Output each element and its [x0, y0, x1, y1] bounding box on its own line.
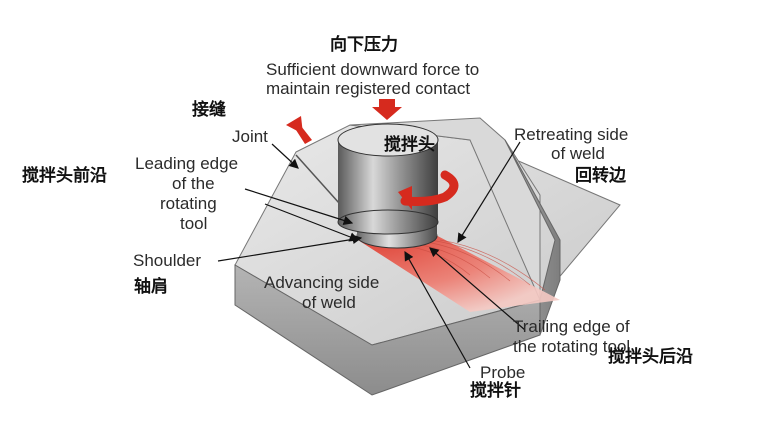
plate-right-face [504, 139, 561, 336]
trailing-label-en-2: the rotating tool [513, 337, 630, 356]
leading-edge-label-cn: 搅拌头前沿 [22, 165, 107, 186]
advancing-label-en-1: Advancing side [264, 273, 379, 292]
shoulder-label-cn: 轴肩 [134, 276, 168, 297]
downward-force-arrow-icon [372, 99, 402, 120]
leading-edge-label-en-2: of the [172, 174, 215, 193]
rotating-tool [337, 123, 459, 249]
probe-label-cn: 搅拌针 [470, 380, 521, 401]
rotation-arrow [400, 170, 459, 206]
retreating-label-en-1: Retreating side [514, 125, 628, 144]
leading-edge-label-en-1: Leading edge [135, 154, 238, 173]
leader-lines [217, 141, 526, 369]
advancing-label-en-2: of weld [302, 293, 356, 312]
retreating-label-en-2: of weld [551, 144, 605, 163]
tool-bottom-edge [337, 209, 439, 235]
force-label-en-2: maintain registered contact [266, 79, 470, 98]
force-label-en-1: Sufficient downward force to [266, 60, 479, 79]
joint-label-en: Joint [232, 127, 268, 146]
leading-edge-label-en-4: tool [180, 214, 207, 233]
shoulder-label-en: Shoulder [133, 251, 201, 270]
retreating-label-cn: 回转边 [575, 165, 627, 186]
rotation-arrow-head [398, 186, 412, 210]
tool-head-label-cn: 搅拌头 [384, 134, 435, 155]
right-plate-top [349, 117, 541, 301]
travel-direction-arrow-icon [286, 116, 312, 144]
force-label-cn: 向下压力 [330, 34, 398, 55]
probe-label-en: Probe [480, 363, 525, 382]
trailing-label-en-1: Trailing edge of [513, 317, 630, 336]
joint-label-cn: 接缝 [192, 99, 226, 120]
trailing-label-cn: 搅拌头后沿 [608, 346, 693, 367]
leading-edge-label-en-3: rotating [160, 194, 217, 213]
tool-top [337, 123, 439, 157]
